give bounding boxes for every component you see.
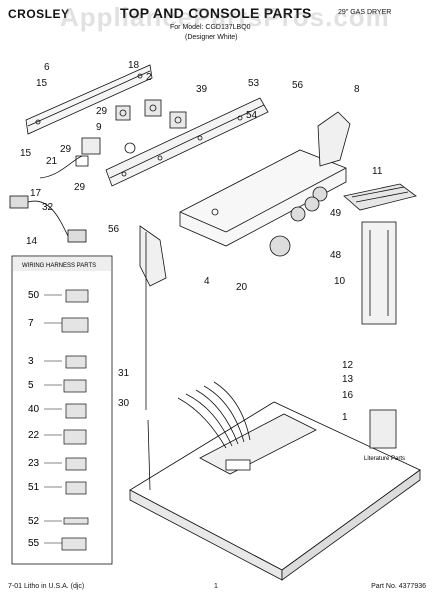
callout-49: 49 — [330, 208, 342, 219]
parts-box-item-50: 50 — [28, 290, 40, 301]
parts-box-title: WIRING HARNESS PARTS — [22, 263, 96, 269]
end-cap-right — [317, 111, 351, 167]
callout-8: 8 — [354, 84, 360, 95]
literature-booklet — [369, 409, 397, 449]
wiring-harness — [177, 381, 251, 449]
lint-housing — [361, 221, 397, 325]
back-panel — [25, 64, 153, 135]
harness-connectors — [9, 155, 87, 243]
callout-32: 32 — [42, 202, 54, 213]
callout-31: 31 — [118, 368, 130, 379]
timer-switches — [115, 99, 187, 129]
timer-motor — [75, 137, 136, 167]
callout-10: 10 — [334, 276, 346, 287]
footer-page: 1 — [214, 583, 218, 590]
end-cap — [139, 225, 167, 287]
model-number: For Model: CGD137LBQ0 — [170, 24, 251, 31]
callout-4: 4 — [204, 276, 210, 287]
callout-56: 56 — [108, 224, 120, 235]
callout-14: 14 — [26, 236, 38, 247]
callout-29: 29 — [96, 106, 108, 117]
callout-1: 1 — [342, 412, 348, 423]
callout-9: 9 — [96, 122, 102, 133]
console-panel — [105, 97, 269, 187]
footer-litho: 7-01 Litho in U.S.A. (djc) — [8, 583, 85, 590]
parts-box-item-22: 22 — [28, 430, 40, 441]
callout-56: 56 — [292, 80, 304, 91]
callout-6: 6 — [44, 62, 50, 73]
console-front — [179, 149, 347, 247]
callout-18: 18 — [128, 60, 140, 71]
callout-12: 12 — [342, 360, 354, 371]
knobs — [290, 186, 328, 222]
timer-knob — [269, 235, 291, 257]
parts-box-item-5: 5 — [28, 380, 34, 391]
callout-16: 16 — [342, 390, 354, 401]
callout-15: 15 — [36, 78, 48, 89]
callout-15: 15 — [20, 148, 32, 159]
parts-box-item-55: 55 — [28, 538, 40, 549]
parts-box-item-52: 52 — [28, 516, 40, 527]
dryer-top — [129, 401, 421, 581]
callout-29: 29 — [74, 182, 86, 193]
parts-box-item-23: 23 — [28, 458, 40, 469]
callout-21: 21 — [46, 156, 58, 167]
footer-part-number: Part No. 4377936 — [371, 583, 426, 590]
callout-20: 20 — [236, 282, 248, 293]
callout-54: 54 — [246, 110, 258, 121]
callout-53: 53 — [248, 78, 260, 89]
brand-logo: CROSLEY — [8, 7, 70, 21]
parts-box-item-7: 7 — [28, 318, 34, 329]
page-title: TOP AND CONSOLE PARTS — [120, 5, 312, 21]
callout-48: 48 — [330, 250, 342, 261]
callout-17: 17 — [30, 188, 42, 199]
parts-box-item-40: 40 — [28, 404, 40, 415]
model-color: (Designer White) — [185, 34, 238, 41]
watermark: AppliancePartsPros.com — [60, 2, 390, 32]
callout-29: 29 — [60, 144, 72, 155]
callout-39: 39 — [196, 84, 208, 95]
callout-13: 13 — [342, 374, 354, 385]
callout-11: 11 — [372, 166, 383, 177]
wiring-harness-parts-box — [11, 255, 113, 565]
callout-2: 2 — [146, 72, 152, 83]
parts-box-item-3: 3 — [28, 356, 34, 367]
lint-screen — [343, 183, 417, 211]
literature-label: Literature Parts — [364, 456, 405, 462]
callout-30: 30 — [118, 398, 130, 409]
dryer-type: 29" GAS DRYER — [338, 9, 392, 16]
parts-box-item-51: 51 — [28, 482, 40, 493]
